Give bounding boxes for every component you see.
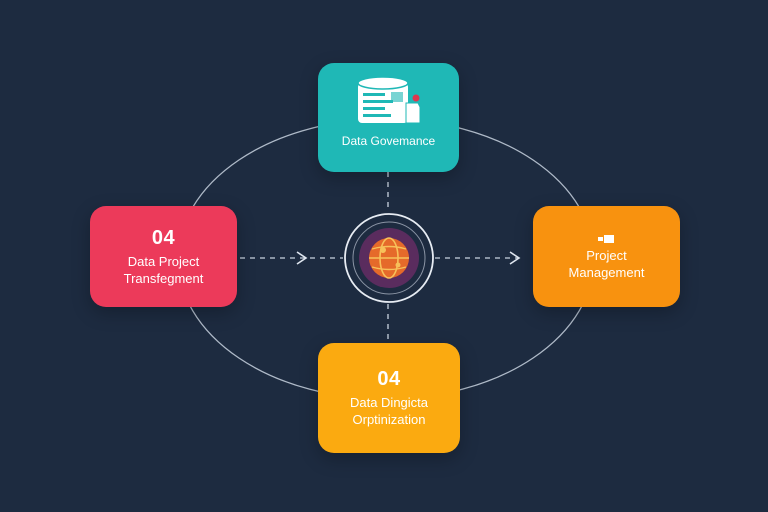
node-data-optimization-label-line1: Data Dingicta [349, 395, 429, 410]
node-data-optimization-label-line2: Orptinization [352, 412, 426, 427]
node-project-management[interactable]: Project Management [533, 206, 680, 307]
node-data-governance[interactable]: Data Govemance [318, 63, 459, 172]
flag-icon [597, 234, 614, 243]
node-project-management-label-line2: Management [568, 264, 645, 280]
node-data-project-label-line2: Transfegment [123, 270, 204, 286]
node-data-project[interactable]: 04 Data Project Transfegment [90, 206, 237, 307]
node-data-project-number: 04 [151, 226, 176, 249]
node-data-project-label-line1: Data Project [127, 253, 200, 269]
database-tag-icon [356, 76, 420, 124]
hub-globe-icon[interactable] [343, 212, 435, 304]
node-project-management-label-line1: Project [586, 247, 627, 263]
arrow-left-to-hub [296, 251, 308, 265]
arrow-hub-to-right [509, 251, 521, 265]
node-data-optimization-number: 04 [377, 368, 401, 390]
node-data-optimization[interactable]: 04 Data Dingicta Orptinization [318, 343, 460, 453]
node-data-governance-label: Data Govemance [341, 134, 436, 148]
